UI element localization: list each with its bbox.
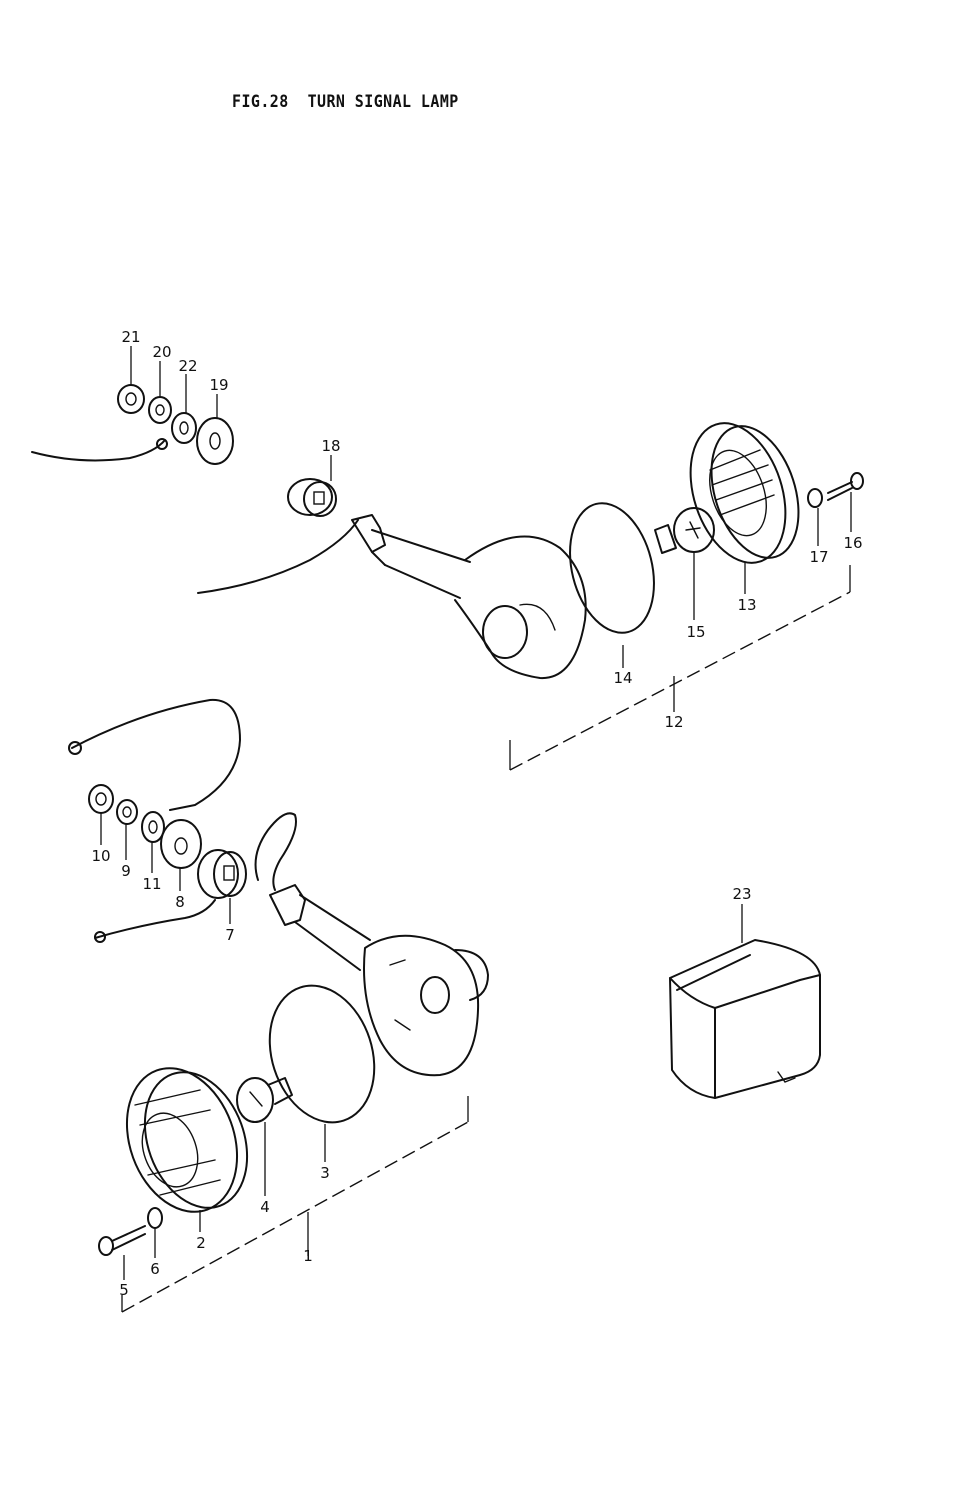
nut-10 <box>88 784 114 814</box>
screw-16 <box>827 472 864 501</box>
callout-10: 10 <box>91 847 110 865</box>
lower-wire-loop <box>71 698 241 811</box>
callout-21: 21 <box>121 328 140 346</box>
callout-23: 23 <box>732 885 751 903</box>
washer-11 <box>141 811 165 843</box>
washer-17 <box>807 488 823 508</box>
callout-20: 20 <box>152 343 171 361</box>
callout-2: 2 <box>196 1234 206 1252</box>
callout-1: 1 <box>303 1247 313 1265</box>
lower-lamp-assembly <box>68 698 489 1313</box>
callout-19: 19 <box>209 376 228 394</box>
washer-8 <box>160 819 202 869</box>
callout-12: 12 <box>664 713 683 731</box>
lock-washer-9 <box>116 799 138 825</box>
upper-wire-lead <box>31 439 166 462</box>
lens-13 <box>689 422 800 564</box>
callout-labels: 21 20 22 19 18 14 15 13 17 16 12 10 9 11… <box>91 328 862 1299</box>
assembly-bracket-1 <box>121 1121 469 1313</box>
flasher-relay-23 <box>669 939 821 1099</box>
callout-16: 16 <box>843 534 862 552</box>
grommet-18 <box>287 478 337 517</box>
washer-22 <box>171 412 197 444</box>
callout-22: 22 <box>178 357 197 375</box>
callout-4: 4 <box>260 1198 270 1216</box>
callout-6: 6 <box>150 1260 160 1278</box>
callout-8: 8 <box>175 893 185 911</box>
stem-wire-loop <box>254 812 297 891</box>
bulb-4 <box>236 1077 293 1123</box>
washer-19 <box>196 417 234 465</box>
callout-5: 5 <box>119 1281 129 1299</box>
washer-6 <box>147 1207 163 1229</box>
lamp-housing-lower <box>269 884 489 1077</box>
callout-14: 14 <box>613 669 632 687</box>
upper-stem-wire <box>197 519 359 594</box>
assembly-bracket-12 <box>509 591 851 771</box>
callout-11: 11 <box>142 875 161 893</box>
grommet-7 <box>197 849 247 899</box>
lock-washer-20 <box>148 396 172 424</box>
gasket-14 <box>569 502 655 634</box>
gasket-3 <box>268 984 376 1124</box>
lamp-housing-upper <box>351 514 587 680</box>
callout-15: 15 <box>686 623 705 641</box>
wire-terminal <box>156 438 168 450</box>
callout-13: 13 <box>737 596 756 614</box>
lens-2 <box>125 1067 249 1213</box>
lower-wire-lead <box>94 899 216 939</box>
leader-lines <box>100 346 852 1280</box>
nut-21 <box>117 384 145 414</box>
bulb-15 <box>654 507 715 554</box>
figure-title: FIG.28 TURN SIGNAL LAMP <box>232 92 459 112</box>
screw-5 <box>98 1225 146 1256</box>
callout-9: 9 <box>121 862 131 880</box>
callout-3: 3 <box>320 1164 330 1182</box>
callout-17: 17 <box>809 548 828 566</box>
callout-7: 7 <box>225 926 235 944</box>
callout-18: 18 <box>321 437 340 455</box>
